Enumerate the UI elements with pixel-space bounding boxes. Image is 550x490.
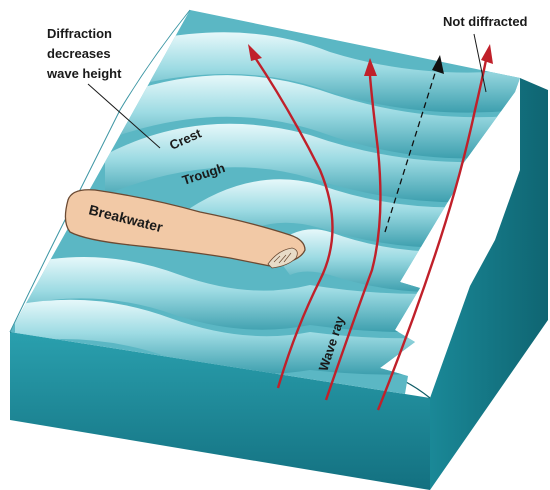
wave-ray-arrowhead-2	[364, 58, 377, 76]
undiffracted-reference-ray	[384, 69, 437, 233]
not-diffracted-label: Not diffracted	[443, 14, 528, 29]
diffraction-label-line1: Diffraction	[47, 26, 112, 41]
wave-band-1	[150, 32, 520, 113]
breakwater	[64, 189, 306, 269]
diffraction-label-line2: decreases	[47, 46, 111, 61]
block-right-side	[430, 78, 548, 490]
leader-lines	[87, 33, 487, 149]
wave-rays	[253, 55, 488, 411]
diffraction-label-line3: wave height	[46, 66, 122, 81]
wave-band-7	[15, 299, 455, 375]
breakwater-body	[64, 189, 306, 267]
wave-band-4	[180, 179, 500, 248]
wave-ray-arrowhead-3	[481, 44, 493, 64]
wave-ray-arrowhead-1	[248, 44, 262, 61]
wave-band-3	[105, 123, 515, 203]
diffraction-leader-line	[87, 83, 161, 149]
not-diffracted-leader-line	[473, 33, 487, 93]
block-front-side	[10, 332, 430, 490]
breakwater-rubble	[267, 247, 298, 269]
wave-ray-not-diffracted	[376, 59, 488, 411]
wave-ray-diffracted	[253, 55, 334, 389]
wave-ray-middle	[324, 75, 382, 401]
block-left-edge	[9, 9, 191, 333]
reference-ray-arrowhead	[432, 55, 444, 74]
wave-band-2	[120, 75, 520, 159]
